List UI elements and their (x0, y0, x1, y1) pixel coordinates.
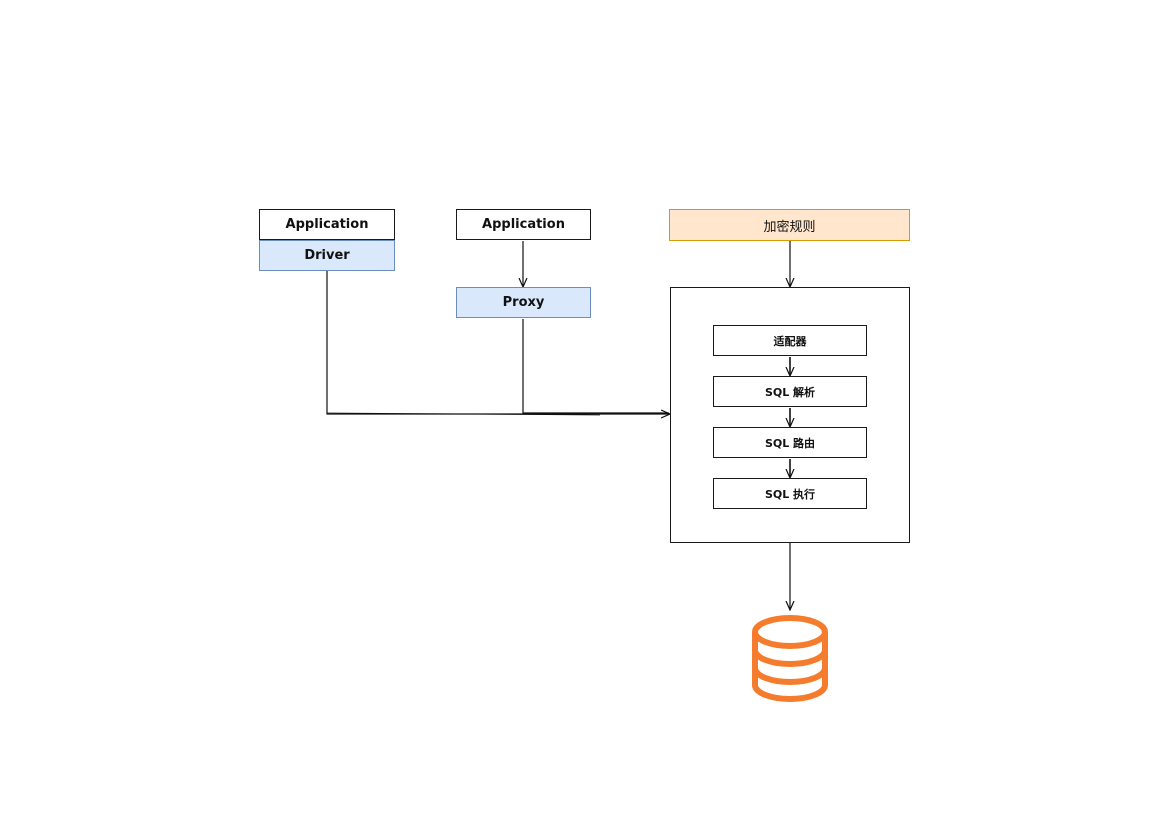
step-label: SQL 路由 (764, 436, 816, 450)
sql-execute-step: SQL 执行 (713, 478, 867, 509)
step-label: SQL 执行 (764, 487, 816, 501)
driver-box: Driver (259, 240, 395, 271)
application-label: Application (285, 217, 369, 232)
proxy-to-engine-arrow (522, 319, 669, 414)
proxy-label: Proxy (502, 295, 545, 310)
database-icon (752, 615, 828, 702)
sql-parse-step: SQL 解析 (713, 376, 867, 407)
step-label: SQL 解析 (764, 385, 816, 399)
driver-label: Driver (304, 248, 350, 263)
adapter-step: 适配器 (713, 325, 867, 356)
driver-to-engine-arrow (326, 271, 669, 414)
application-box-left: Application (259, 209, 395, 240)
step-label: 适配器 (773, 334, 807, 348)
proxy-box: Proxy (456, 287, 591, 318)
encryption-rules-label: 加密规则 (763, 219, 816, 235)
encryption-rules-box: 加密规则 (669, 209, 910, 241)
application-label: Application (482, 217, 565, 232)
application-box-middle: Application (456, 209, 591, 240)
engine-container (670, 287, 910, 543)
sql-route-step: SQL 路由 (713, 427, 867, 458)
